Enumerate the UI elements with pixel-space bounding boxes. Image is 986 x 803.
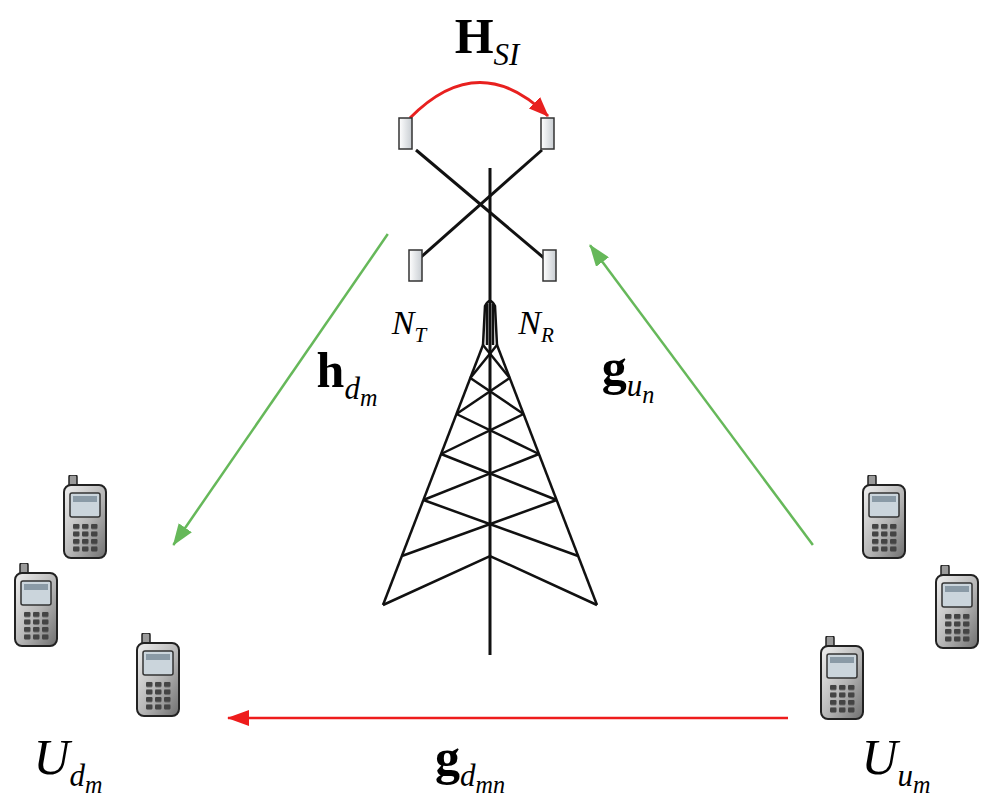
math-glyph: g (435, 729, 460, 785)
subscript: um (898, 758, 931, 793)
phones-left (15, 475, 179, 716)
tower-lattice (383, 301, 597, 605)
math-glyph: d (70, 758, 86, 793)
subscript: T (414, 323, 426, 347)
subscript: dmn (460, 758, 505, 793)
antenna (409, 250, 422, 281)
tower-mast (489, 168, 492, 655)
lattice-brace (423, 454, 539, 500)
math-glyph: T (414, 323, 426, 347)
math-glyph: S (494, 36, 510, 71)
antenna (541, 118, 554, 149)
math-glyph: n (642, 381, 654, 408)
subscript: m (913, 771, 930, 798)
math-glyph: R (541, 323, 554, 347)
tower-base (383, 556, 597, 605)
lattice-brace (456, 414, 538, 454)
math-glyph: d (344, 371, 360, 406)
antenna (399, 118, 412, 149)
antenna-cross (416, 150, 544, 655)
subscript: un (627, 368, 655, 403)
math-label: NR (518, 306, 554, 346)
phones-right (821, 475, 978, 719)
tower-spire (483, 301, 497, 345)
lattice-brace (456, 378, 509, 414)
math-glyph: I (509, 36, 519, 71)
channel-label: HSI (455, 11, 520, 70)
lattice-brace (483, 345, 510, 378)
math-glyph: N (392, 304, 415, 341)
base-station: NTNR (388, 110, 590, 660)
lattice-brace (470, 378, 523, 414)
lattice-brace (441, 414, 523, 454)
mobile-phone (64, 475, 106, 558)
math-label: Uum (861, 732, 930, 797)
math-glyph: m (360, 384, 377, 411)
antenna (543, 250, 556, 281)
math-glyph: U (33, 729, 69, 785)
lattice-brace (441, 454, 557, 500)
math-label: Udm (33, 732, 102, 797)
math-glyph: n (493, 771, 505, 798)
channel-arrow (228, 717, 788, 720)
subscript: m (85, 771, 102, 798)
math-glyph: U (861, 729, 897, 785)
cross-bar (416, 150, 544, 258)
subscript: mn (475, 771, 505, 798)
math-glyph: h (317, 342, 345, 398)
mobile-phone (863, 475, 905, 558)
tower-spire-line (492, 304, 495, 345)
antennas (399, 118, 556, 281)
math-glyph: m (475, 771, 492, 798)
lattice-brace (402, 500, 557, 556)
math-glyph: N (518, 304, 541, 341)
math-glyph: H (455, 8, 494, 64)
mobile-phone (821, 636, 863, 719)
mobile-phone (15, 563, 57, 646)
math-label: NT (392, 306, 426, 346)
self-interference-arrow (410, 82, 548, 118)
subscript: n (642, 381, 654, 408)
cross-bar (420, 150, 542, 258)
user-group: Udm (12, 545, 228, 802)
channel-label: gun (602, 342, 655, 407)
math-glyph: d (460, 758, 476, 793)
math-glyph: m (913, 771, 930, 798)
subscript: R (541, 323, 554, 347)
channel-arrow (590, 245, 813, 545)
math-glyph: m (85, 771, 102, 798)
subscript: dm (344, 371, 377, 406)
channel-arrow (173, 234, 387, 545)
channel-label: hdm (317, 345, 378, 410)
mobile-phone (936, 565, 978, 648)
lattice-brace (470, 345, 497, 378)
tower-spire-line (486, 304, 489, 345)
lattice-brace (423, 500, 578, 556)
math-glyph: u (898, 758, 914, 793)
user-group: Uum (788, 545, 978, 802)
math-glyph: g (602, 339, 627, 395)
mobile-phone (137, 633, 179, 716)
math-glyph: u (627, 368, 643, 403)
subscript: SI (494, 36, 520, 71)
subscript: m (360, 384, 377, 411)
channel-label: gdmn (435, 732, 505, 797)
subscript: dm (70, 758, 103, 793)
